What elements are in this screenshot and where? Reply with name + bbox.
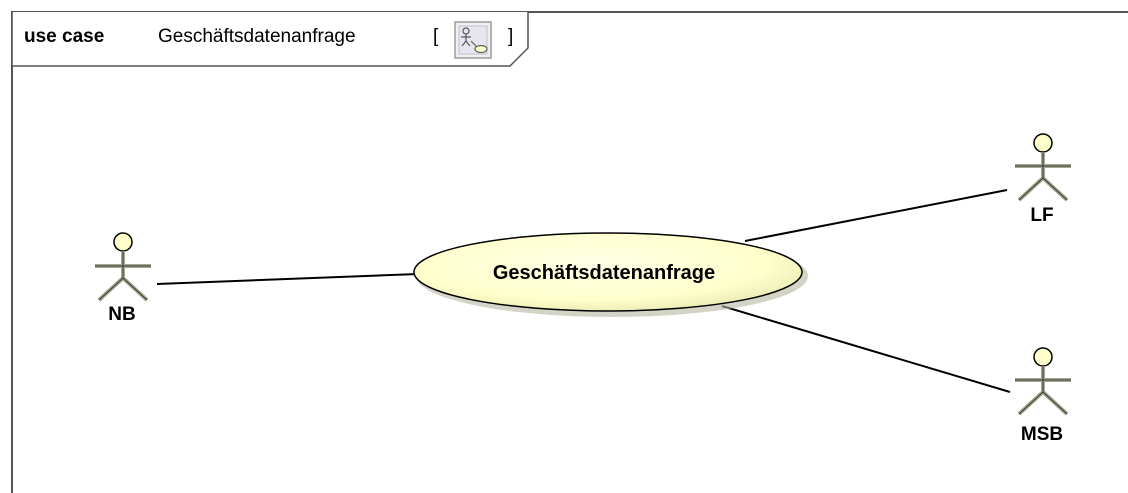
frame-name-label: Geschäftsdatenanfrage [158,26,356,47]
use-case-diagram-icon [454,21,492,59]
diagram-frame: use case Geschäftsdatenanfrage [ ] [11,11,1128,493]
association-usecase-msb [721,305,1011,393]
actor-nb-label: NB [108,304,135,325]
frame-kind-label: use case [24,26,104,47]
actor-lf[interactable]: LF [1015,133,1071,226]
use-case-geschaeftsdatenanfrage[interactable]: Geschäftsdatenanfrage [413,232,808,317]
association-nb-usecase [156,273,419,285]
actor-lf-icon [1015,133,1071,202]
associations [156,189,1011,393]
frame-bracket-open: [ [433,26,439,47]
actor-msb-label: MSB [1021,424,1063,445]
actor-msb[interactable]: MSB [1015,347,1071,445]
actor-nb-icon [95,232,151,302]
use-case-label: Geschäftsdatenanfrage [493,262,715,284]
frame-bracket-close: ] [508,26,513,47]
actor-lf-label: LF [1030,205,1053,226]
actor-msb-icon [1015,347,1071,416]
actor-nb[interactable]: NB [95,232,151,325]
association-usecase-lf [744,189,1008,242]
